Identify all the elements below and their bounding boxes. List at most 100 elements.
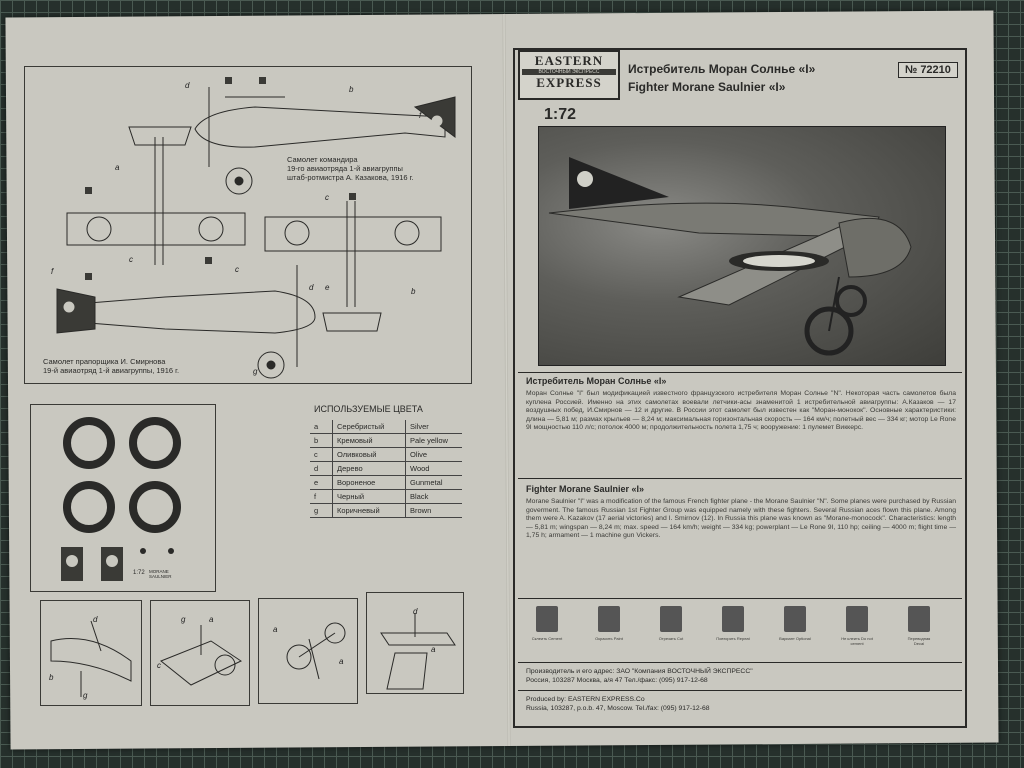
painting-scheme-panel: Самолет командира 19-го авиаотряда 1-й а… bbox=[24, 66, 472, 384]
callout-letter: g bbox=[83, 691, 88, 700]
decal-brand-label: MORANE SAULNIER bbox=[149, 569, 172, 579]
color-key: f bbox=[310, 489, 333, 504]
color-ru-name: Коричневый bbox=[332, 503, 406, 518]
assembly-step-3: a a bbox=[258, 598, 358, 704]
roundel-decals bbox=[61, 417, 181, 581]
callout-letter: d bbox=[413, 607, 418, 616]
cut-icon bbox=[660, 606, 682, 632]
color-key: a bbox=[310, 420, 333, 434]
paint-brush-icon bbox=[598, 606, 620, 632]
assembly-step-2: g a c bbox=[150, 600, 250, 706]
callout-letter: d bbox=[309, 283, 314, 292]
section-divider bbox=[518, 372, 962, 373]
instruction-icon-label: Не клеить Do not cement bbox=[841, 636, 873, 646]
caption-ensign-line: 19-й авиаотряд 1-й авиагруппы, 1916 г. bbox=[43, 366, 180, 375]
color-key: b bbox=[310, 433, 333, 448]
color-en-name: Wood bbox=[405, 461, 462, 476]
no-glue-icon bbox=[846, 606, 868, 632]
color-en-name: Brown bbox=[405, 503, 462, 518]
callout-letter: g bbox=[181, 615, 186, 624]
assembly-drawing bbox=[380, 613, 456, 690]
assembly-step-1: d b g bbox=[40, 600, 142, 706]
assembly-drawing bbox=[286, 622, 346, 680]
callout-letter: d bbox=[185, 81, 190, 90]
eastern-express-logo: EASTERN ВОСТОЧНЫЙ ЭКСПРЕСС EXPRESS bbox=[518, 50, 620, 100]
assembly-step-4: d a bbox=[366, 592, 464, 694]
center-fold bbox=[502, 13, 511, 746]
box-art-image bbox=[538, 126, 946, 366]
callout-letter: c bbox=[129, 255, 133, 264]
history-heading-ru: Истребитель Моран Солнье «I» bbox=[526, 376, 667, 386]
producer-line: Россия, 103287 Москва, а/я 47 Тел./факс:… bbox=[526, 676, 708, 684]
callout-letter: a bbox=[339, 657, 344, 666]
color-marker-square bbox=[85, 273, 92, 280]
assembly-drawing bbox=[160, 625, 243, 686]
callout-letter: g bbox=[253, 367, 258, 376]
color-en-name: Gunmetal bbox=[405, 475, 462, 490]
color-en-name: Pale yellow bbox=[405, 433, 462, 448]
color-ru-name: Дерево bbox=[332, 461, 406, 476]
kit-title-en: Fighter Morane Saulnier «I» bbox=[628, 80, 786, 94]
producer-line: Produced by: EASTERN EXPRESS.Co bbox=[526, 696, 645, 703]
instruction-icon-label: Склеить Cement bbox=[531, 636, 563, 641]
instruction-icon-label: Отрезать Cut bbox=[658, 636, 684, 641]
right-page-frame bbox=[513, 48, 967, 728]
history-text-en: Morane Saulnier "I" was a modification o… bbox=[526, 498, 956, 539]
callout-letter: a bbox=[115, 163, 120, 172]
history-text-ru: Моран Солнье "I" был модификацией извест… bbox=[526, 390, 956, 431]
callout-letter: a bbox=[431, 645, 436, 654]
kit-scale: 1:72 bbox=[544, 106, 577, 123]
logo-line-1: EASTERN bbox=[534, 53, 604, 68]
callout-letter: b bbox=[49, 673, 54, 682]
repeat-icon bbox=[722, 606, 744, 632]
plane-illustration bbox=[548, 157, 912, 356]
caption-commander-line: Самолет командира bbox=[287, 155, 358, 164]
section-divider bbox=[518, 690, 962, 691]
optional-icon bbox=[784, 606, 806, 632]
instruction-icon-label: Окрасить Paint bbox=[595, 636, 623, 641]
color-key: c bbox=[310, 447, 333, 462]
color-marker-square bbox=[205, 257, 212, 264]
decal-scale-label: 1:72 bbox=[133, 570, 145, 576]
callout-letter: a bbox=[273, 625, 278, 634]
callout-letter: f bbox=[419, 111, 422, 120]
producer-line: Производитель и его адрес: ЗАО "Компания… bbox=[526, 668, 753, 675]
logo-line-3: EXPRESS bbox=[536, 75, 602, 90]
decal-icon bbox=[908, 606, 930, 632]
color-ru-name: Кремовый bbox=[332, 433, 406, 448]
color-ru-name: Серебристый bbox=[332, 420, 406, 434]
plane-profiles-drawing bbox=[56, 87, 456, 379]
producer-block-ru: Производитель и его адрес: ЗАО "Компания… bbox=[526, 668, 753, 685]
logo-line-2: ВОСТОЧНЫЙ ЭКСПРЕСС bbox=[522, 69, 616, 75]
callout-letter: b bbox=[349, 85, 354, 94]
caption-commander: Самолет командира 19-го авиаотряда 1-й а… bbox=[287, 155, 414, 182]
section-divider bbox=[518, 662, 962, 663]
caption-ensign-line: Самолет прапорщика И. Смирнова bbox=[43, 357, 166, 366]
color-marker-square bbox=[85, 187, 92, 194]
producer-block-en: Produced by: EASTERN EXPRESS.Co Russia, … bbox=[526, 696, 710, 713]
color-ru-name: Вороненое bbox=[332, 475, 406, 490]
color-en-name: Olive bbox=[405, 447, 462, 462]
color-marker-square bbox=[225, 77, 232, 84]
callout-letter: d bbox=[93, 615, 98, 624]
color-en-name: Black bbox=[405, 489, 462, 504]
colors-title: ИСПОЛЬЗУЕМЫЕ ЦВЕТА bbox=[314, 404, 423, 414]
caption-commander-line: штаб-ротмистра А. Казакова, 1916 г. bbox=[287, 173, 414, 182]
callout-letter: c bbox=[325, 193, 329, 202]
callout-letter: c bbox=[235, 265, 239, 274]
caption-commander-line: 19-го авиаотряда 1-й авиагруппы bbox=[287, 164, 403, 173]
callout-letter: e bbox=[325, 283, 330, 292]
color-key: d bbox=[310, 461, 333, 476]
color-ru-name: Оливковый bbox=[332, 447, 406, 462]
callout-letter: f bbox=[51, 267, 54, 276]
caption-ensign: Самолет прапорщика И. Смирнова 19-й авиа… bbox=[43, 357, 179, 375]
assembly-drawing bbox=[50, 620, 132, 697]
